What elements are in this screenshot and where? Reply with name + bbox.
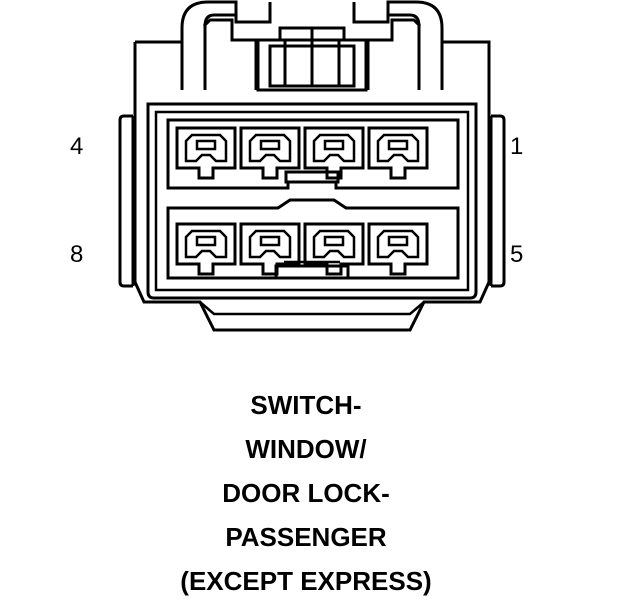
side-rail-right <box>489 114 506 288</box>
caption-line-5: (EXCEPT EXPRESS) <box>180 566 431 596</box>
caption-line-2: WINDOW/ <box>245 434 366 464</box>
caption-line-4: PASSENGER <box>225 522 387 552</box>
pin-label-4: 4 <box>70 133 83 160</box>
terminal-cavity-5 <box>367 222 429 276</box>
connector-latch <box>180 0 444 92</box>
connector-shell <box>133 40 491 332</box>
pin-label-1: 1 <box>510 133 523 160</box>
terminal-cavity-1 <box>367 126 429 180</box>
terminal-cavity-6 <box>303 222 365 276</box>
side-rail-left <box>118 114 135 288</box>
terminal-cavity-3 <box>239 126 301 180</box>
caption-line-3: DOOR LOCK- <box>222 478 390 508</box>
terminal-cavities <box>175 126 429 276</box>
caption: SWITCH- WINDOW/ DOOR LOCK- PASSENGER (EX… <box>180 390 431 596</box>
terminal-cavity-7 <box>239 222 301 276</box>
connector-inner-frame <box>146 102 478 300</box>
pin-label-8: 8 <box>70 241 83 268</box>
pin-label-5: 5 <box>510 241 523 268</box>
terminal-cavity-8 <box>175 222 237 276</box>
caption-line-1: SWITCH- <box>250 390 361 420</box>
terminal-cavity-4 <box>175 126 237 180</box>
terminal-cavity-2 <box>303 126 365 180</box>
